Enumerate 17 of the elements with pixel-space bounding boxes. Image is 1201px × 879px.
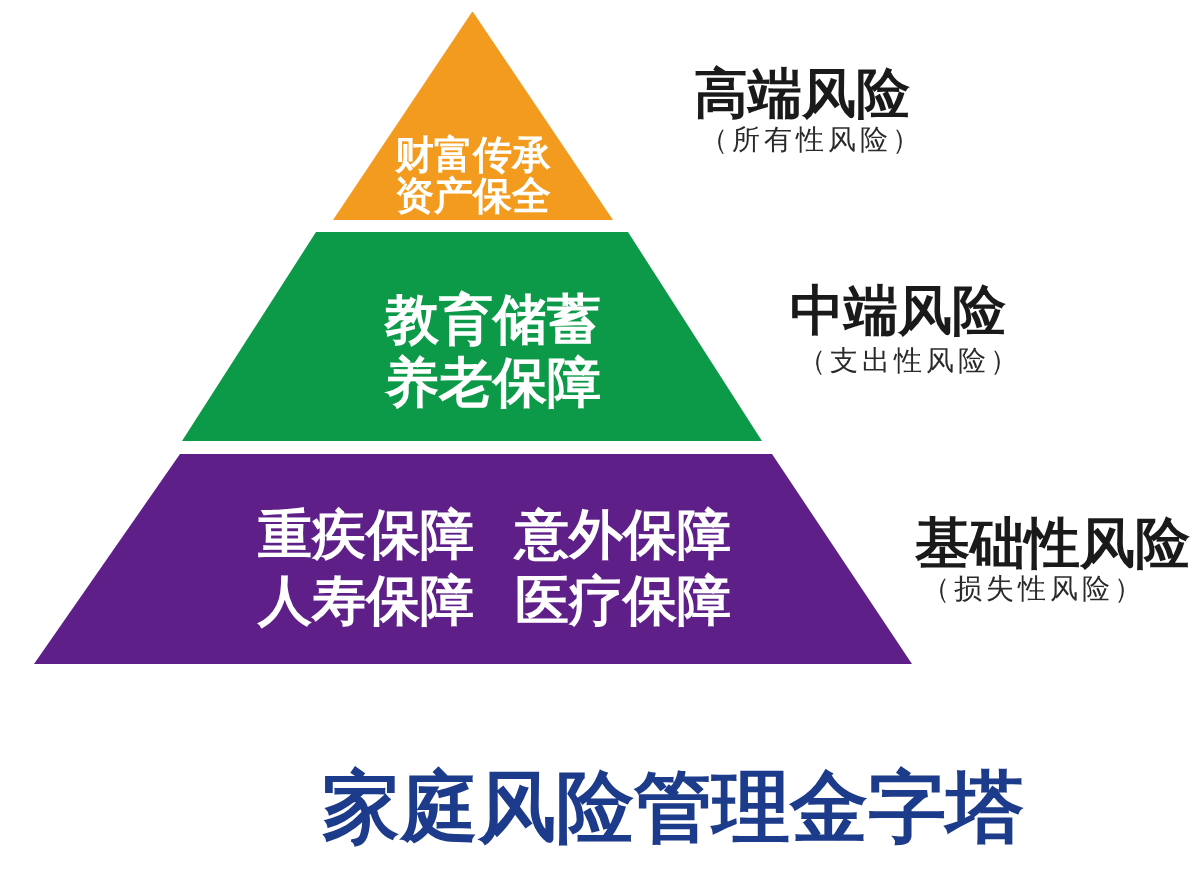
tier-label: 意外保障: [515, 508, 731, 562]
pyramid-tier: [34, 454, 912, 664]
diagram-title: 家庭风险管理金字塔: [322, 768, 1024, 846]
tier-label: 资产保全: [395, 176, 551, 215]
risk-heading: 基础性风险: [915, 516, 1190, 571]
risk-heading: 高端风险: [694, 67, 910, 121]
risk-note: （损失性风险）: [922, 575, 1146, 603]
risk-note: （所有性风险）: [700, 126, 924, 154]
risk-note: （支出性风险）: [798, 347, 1022, 375]
tier-label: 人寿保障: [258, 574, 474, 628]
pyramid-top-triangle: [333, 12, 613, 220]
tier-label: 养老保障: [385, 356, 601, 410]
pyramid-tier: [182, 232, 762, 441]
tier-label: 重疾保障: [258, 508, 474, 562]
risk-heading: 中端风险: [790, 284, 1006, 338]
tier-label: 医疗保障: [515, 574, 731, 628]
tier-label: 财富传承: [395, 135, 551, 174]
